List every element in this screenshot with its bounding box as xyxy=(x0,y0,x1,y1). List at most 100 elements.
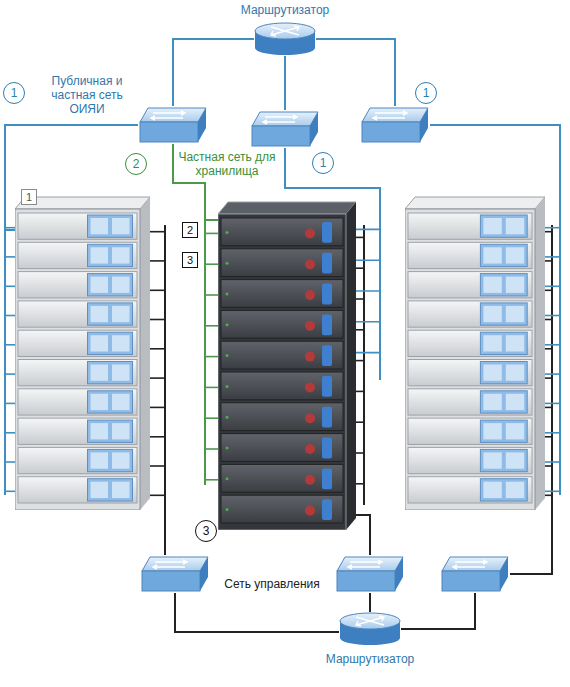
drive-slot xyxy=(483,452,501,468)
service-icon xyxy=(305,352,315,362)
drive-slot xyxy=(112,335,130,351)
server-cable xyxy=(205,325,219,327)
storage-icon xyxy=(322,499,332,520)
service-icon xyxy=(305,382,315,392)
storage-icon xyxy=(322,222,332,243)
drive-bay xyxy=(480,479,527,501)
drive-slot xyxy=(506,247,524,263)
network-switch xyxy=(442,557,508,591)
drive-slot xyxy=(483,306,501,322)
server-cable xyxy=(205,356,219,358)
drive-bay xyxy=(88,420,133,442)
drive-slot xyxy=(91,277,109,293)
rack-top xyxy=(218,202,356,214)
network-wire xyxy=(284,56,286,110)
storage-icon xyxy=(322,407,332,428)
storage-icon xyxy=(322,468,332,489)
server-unit xyxy=(221,249,343,277)
storage-icon xyxy=(322,284,332,305)
server-unit xyxy=(221,403,343,431)
service-icon xyxy=(305,228,315,238)
server-unit xyxy=(408,213,532,239)
switch-top xyxy=(442,557,508,571)
service-icon xyxy=(305,321,315,331)
server-unit xyxy=(408,389,532,415)
rack-front xyxy=(15,209,140,510)
network-switch xyxy=(142,557,208,591)
server-unit xyxy=(408,418,532,444)
router-icon: Маршрутизатор xyxy=(339,612,401,646)
server-cable xyxy=(5,256,16,258)
drive-slot xyxy=(91,365,109,381)
server-unit xyxy=(18,360,137,386)
drive-slot xyxy=(506,365,524,381)
storage-icon xyxy=(322,345,332,366)
drive-bay xyxy=(480,274,527,296)
management-wire xyxy=(363,225,365,505)
callout-number: 3 xyxy=(195,520,217,542)
server-unit xyxy=(18,242,137,268)
switch-front xyxy=(142,571,200,591)
network-wire xyxy=(316,39,395,106)
switch-arrows xyxy=(373,111,407,120)
server-cable xyxy=(205,294,219,296)
rack-number: 1 xyxy=(21,189,37,205)
server-unit xyxy=(408,447,532,473)
drive-bay xyxy=(480,215,527,237)
switch-side xyxy=(395,557,403,591)
server-unit xyxy=(18,272,137,298)
server-cable xyxy=(205,387,219,389)
server-unit xyxy=(408,360,532,386)
status-led xyxy=(226,447,229,450)
switch-arrows xyxy=(153,560,187,569)
drive-slot xyxy=(112,482,130,498)
router-shape xyxy=(339,612,401,646)
server-cable xyxy=(5,285,16,287)
network-link xyxy=(173,39,254,106)
rack-front xyxy=(405,209,535,510)
drive-slot xyxy=(506,482,524,498)
router-arrows xyxy=(271,26,299,36)
switch-side xyxy=(310,112,318,146)
drive-slot xyxy=(483,218,501,234)
status-led xyxy=(226,354,229,357)
drive-bay xyxy=(480,244,527,266)
service-icon xyxy=(305,259,315,269)
switch-arrows xyxy=(151,111,185,120)
callout-number: 1 xyxy=(3,82,25,104)
server-unit xyxy=(221,280,343,308)
drive-slot xyxy=(112,423,130,439)
storage-icon xyxy=(322,438,332,459)
server-unit xyxy=(221,372,343,400)
server-unit xyxy=(18,477,137,503)
switch-front xyxy=(252,126,310,146)
drive-slot xyxy=(483,335,501,351)
rack-shape xyxy=(218,200,356,530)
server-cable xyxy=(205,448,219,450)
drive-slot xyxy=(483,365,501,381)
drive-bay xyxy=(480,449,527,471)
service-icon xyxy=(305,444,315,454)
router-top xyxy=(255,23,315,39)
drive-slot xyxy=(91,394,109,410)
switch-side xyxy=(500,557,508,591)
drive-slot xyxy=(506,218,524,234)
switch-top xyxy=(252,112,318,126)
switch-side xyxy=(198,108,206,142)
drive-slot xyxy=(506,394,524,410)
drive-slot xyxy=(91,482,109,498)
callout-number: 1 xyxy=(312,152,334,174)
storage-icon xyxy=(322,376,332,397)
drive-slot xyxy=(91,452,109,468)
status-led xyxy=(226,477,229,480)
network-switch: Сеть управления xyxy=(335,555,405,593)
server-cable xyxy=(5,403,16,405)
server-unit xyxy=(408,272,532,298)
server-cable xyxy=(5,461,16,463)
callout-number: 2 xyxy=(125,153,147,175)
network-label: Сеть управления xyxy=(213,577,331,591)
server-cable xyxy=(5,344,16,346)
drive-slot xyxy=(506,423,524,439)
rack-shape xyxy=(15,195,150,510)
server-cable xyxy=(5,490,16,492)
